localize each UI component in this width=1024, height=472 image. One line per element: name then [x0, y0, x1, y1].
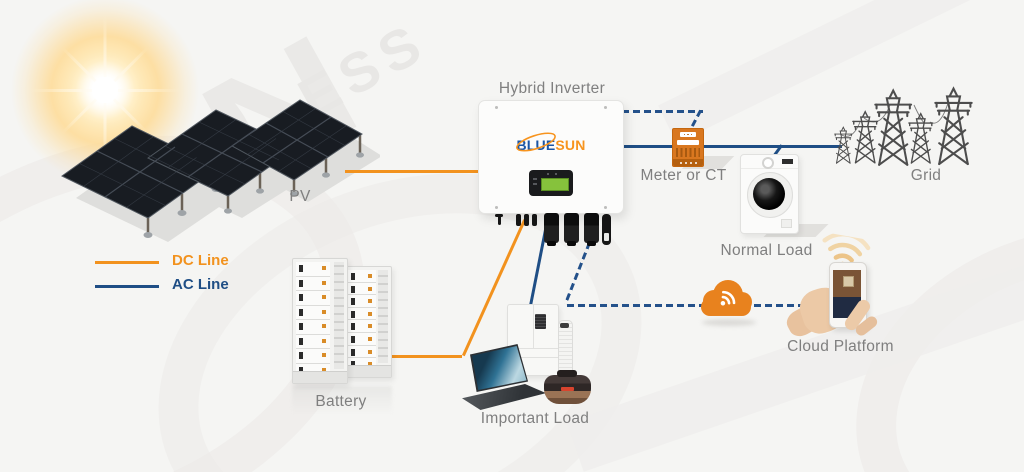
comm-line-inverter-to-meter: [622, 110, 703, 113]
mc4-connector: [544, 213, 559, 246]
screw: [604, 106, 607, 109]
meter-body: [672, 128, 704, 167]
rice-cooker: [544, 370, 591, 404]
laptop: [462, 344, 548, 410]
pv-panels-illustration: [61, 99, 380, 242]
terminal-plug: [524, 214, 529, 226]
fridge-control-panel: [535, 314, 546, 329]
grid-towers-illustration: [834, 87, 973, 166]
legend-dc-line: [95, 261, 159, 264]
washer-body: [740, 154, 799, 234]
washer-display: [782, 159, 793, 164]
washer-door: [747, 172, 793, 218]
rack-rail: [378, 270, 388, 363]
battery-racks-illustration: [292, 254, 397, 424]
screw: [495, 106, 498, 109]
antenna-connector: [498, 216, 501, 225]
terminal-plug: [516, 214, 521, 226]
rack-base: [293, 371, 347, 383]
legend-dc-label: DC Line: [172, 252, 229, 269]
ac-line-inverter-to-grid: [622, 145, 842, 148]
bluesun-logo-blue: BLUE: [516, 137, 556, 153]
legend: DC Line AC Line: [95, 252, 265, 302]
cloud-platform-illustration: [698, 276, 760, 326]
screw: [495, 206, 498, 209]
inverter-lcd-screen: [541, 178, 569, 191]
hybrid-inverter-illustration: BLUESUN: [478, 100, 624, 250]
rice-cooker-lid: [557, 370, 577, 377]
inverter-body: BLUESUN: [478, 100, 624, 214]
label-important-load: Important Load: [480, 410, 590, 427]
label-battery: Battery: [315, 393, 367, 410]
bluesun-logo: BLUESUN: [479, 137, 623, 153]
antenna-connector: [495, 214, 503, 217]
label-hybrid-inverter: Hybrid Inverter: [498, 80, 606, 97]
wifi-dongle: [602, 214, 611, 245]
meter-terminals: [676, 148, 700, 157]
label-grid: Grid: [910, 167, 942, 184]
label-meter-or-ct: Meter or CT: [640, 167, 727, 184]
mc4-connector: [564, 213, 579, 246]
legend-ac-label: AC Line: [172, 276, 229, 293]
cloud-base: [701, 298, 751, 316]
label-pv: PV: [289, 188, 311, 205]
washer-control-panel: [741, 155, 798, 169]
terminal-plug: [532, 214, 537, 226]
washer-filter-hatch: [781, 219, 792, 228]
meter-indicator-dots: [680, 132, 696, 137]
label-cloud-platform: Cloud Platform: [787, 338, 894, 355]
energy-meter-illustration: [672, 128, 735, 174]
washer-door-glass: [753, 178, 785, 210]
dc-line-battery-horizontal: [385, 355, 462, 358]
battery-rack: [292, 258, 348, 384]
comm-line-to-cloud-phone: [567, 304, 812, 307]
legend-ac-line: [95, 285, 159, 288]
phone-screen-app: [833, 270, 861, 297]
meter-display: [677, 140, 699, 145]
washer-knob: [762, 157, 774, 169]
rack-rail: [334, 262, 344, 369]
rice-cooker-display: [561, 387, 574, 391]
label-normal-load: Normal Load: [720, 242, 813, 259]
battery-reflection: [292, 386, 392, 422]
dc-line-pv-to-inverter: [345, 170, 478, 173]
important-load-illustration: [462, 298, 602, 416]
inverter-display: [529, 170, 573, 196]
sun-core: [92, 77, 118, 103]
meter-base: [673, 159, 703, 166]
wifi-icon: [720, 290, 736, 306]
phone-app-icon: [843, 276, 854, 287]
washing-machine-illustration: [740, 154, 830, 244]
battery-modules: [348, 270, 376, 371]
battery-modules: [296, 262, 330, 378]
mc4-connector: [584, 213, 599, 246]
rack-base: [345, 365, 391, 377]
shadow: [702, 319, 756, 326]
screw: [604, 206, 607, 209]
battery-rack: [344, 266, 392, 378]
laptop-base: [462, 384, 546, 410]
bluesun-logo-swoosh: [516, 132, 556, 152]
bluesun-logo-sun: SUN: [555, 137, 586, 153]
